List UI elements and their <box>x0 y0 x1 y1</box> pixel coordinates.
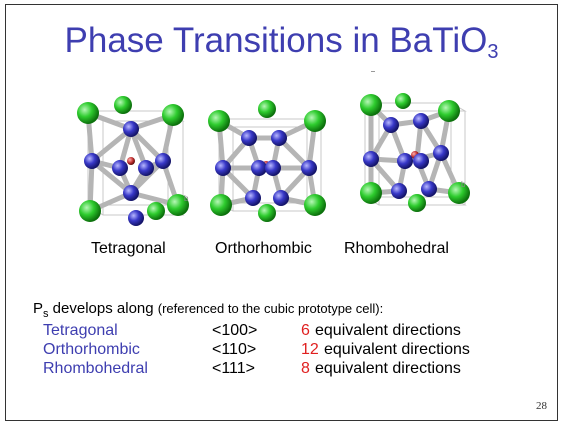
direction-count: 6 <box>301 322 310 339</box>
caption-rhombohedral: Rhombohedral <box>344 240 449 257</box>
phase-name: Rhombohedral <box>43 360 148 377</box>
orthorhombic-crystal-diagram <box>208 100 326 222</box>
caption-orthorhombic: Orthorhombic <box>215 240 312 257</box>
direction-count: 8 <box>301 360 310 377</box>
page-number: 28 <box>536 400 547 412</box>
title-subscript: 3 <box>487 41 499 63</box>
direction-row-tetragonal: Tetragonal <100> 6 equivalent directions <box>6 322 557 342</box>
ps-note: (referenced to the cubic prototype cell)… <box>157 301 384 316</box>
rhombohedral-crystal-diagram: b <box>360 93 470 212</box>
direction-index: <110> <box>212 341 257 358</box>
direction-count: 12 <box>301 341 319 358</box>
caption-tetragonal: Tetragonal <box>91 240 166 257</box>
stray-mark <box>371 71 375 72</box>
direction-row-rhombohedral: Rhombohedral <111> 8 equivalent directio… <box>6 360 557 380</box>
title-text: Phase Transitions in BaTiO <box>64 21 488 60</box>
axis-label: b <box>461 180 466 189</box>
polarization-statement: Ps develops along (referenced to the cub… <box>33 300 383 320</box>
phase-name: Orthorhombic <box>43 341 140 358</box>
slide: Phase Transitions in BaTiO3 <box>5 4 558 421</box>
direction-index: <100> <box>212 322 258 339</box>
ps-text: develops along <box>48 300 158 317</box>
tetragonal-crystal-diagram: b <box>77 96 189 226</box>
phase-name: Tetragonal <box>43 322 118 339</box>
ps-symbol: P <box>33 300 44 317</box>
direction-index: <111> <box>212 360 256 377</box>
direction-row-orthorhombic: Orthorhombic <110> 12 equivalent directi… <box>6 341 557 361</box>
direction-description: equivalent directions <box>315 360 461 377</box>
axis-label: b <box>184 194 189 203</box>
slide-title: Phase Transitions in BaTiO3 <box>6 21 557 64</box>
direction-description: equivalent directions <box>315 322 461 339</box>
direction-description: equivalent directions <box>324 341 470 358</box>
ps-subscript: s <box>43 308 49 320</box>
